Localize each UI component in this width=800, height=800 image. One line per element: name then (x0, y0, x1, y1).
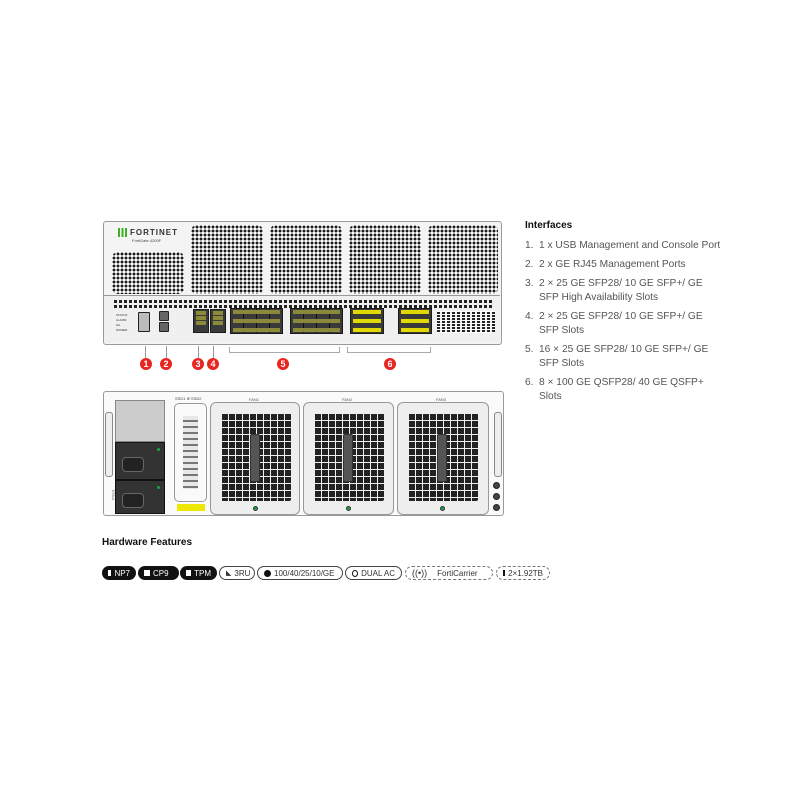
callout-2: 2 (160, 358, 172, 370)
callout-bracket (347, 347, 431, 353)
ground-icon (493, 504, 500, 511)
interfaces-title: Interfaces (525, 220, 573, 231)
vent (270, 225, 342, 294)
callout-bracket (229, 347, 340, 353)
chip-icon (186, 570, 192, 576)
vent (349, 225, 421, 294)
ssd-panel[interactable] (174, 403, 207, 502)
list-item: 6.8 × 100 GE QSFP28/ 40 GE QSFP+ Slots (525, 377, 704, 402)
vent (428, 225, 498, 294)
badge-dual-ac: DUAL AC (345, 566, 402, 580)
callout-1: 1 (140, 358, 152, 370)
callout-line (198, 346, 199, 358)
callout-5: 5 (277, 358, 289, 370)
badge-3ru: ◣3RU (219, 566, 255, 580)
mgmt-port-1[interactable] (159, 311, 169, 321)
list-item: 1.1 x USB Management and Console Port (525, 240, 721, 251)
callout-6: 6 (384, 358, 396, 370)
ssd-icon (503, 570, 506, 576)
model-label: FortiGate 4200F (132, 238, 162, 243)
rack-handle-right (494, 412, 502, 477)
fan-module-2[interactable]: FAN2 (303, 397, 394, 515)
fan-module-1[interactable]: FAN1 (210, 397, 300, 515)
antenna-icon: ((•)) (412, 568, 428, 578)
list-item: 5.16 × 25 GE SFP28/ 10 GE SFP+/ GE SFP S… (525, 344, 709, 369)
callout-3: 3 (192, 358, 204, 370)
fortinet-logo: FORTINET (118, 228, 178, 237)
badge-tpm: TPM (180, 566, 217, 580)
hardware-features-title: Hardware Features (102, 537, 193, 548)
sfp28-group-b[interactable] (290, 308, 343, 334)
sfp28-group-a[interactable] (230, 308, 283, 334)
rack-handle-left (105, 412, 113, 477)
fan-module-3[interactable]: FAN3 (397, 397, 489, 515)
vent-slots (114, 305, 492, 308)
callout-4: 4 (207, 358, 219, 370)
callout-line (166, 346, 167, 358)
psu-module[interactable] (115, 442, 165, 480)
badge-forticarrier: ((•))FortiCarrier (405, 566, 493, 580)
interfaces-list: 1.1 x USB Management and Console Port 2.… (525, 239, 725, 404)
badge-interfaces: 100/40/25/10/GE (257, 566, 343, 580)
ssd-labels: SSD1 ⊕ SSD2 (175, 396, 202, 401)
interfaces-section: Interfaces 1.1 x USB Management and Cons… (525, 220, 725, 409)
psu-label: PSU1 (110, 489, 116, 500)
vent (191, 225, 263, 294)
qsfp-group-a[interactable] (350, 308, 384, 334)
chip-icon (144, 570, 150, 576)
vent (112, 252, 184, 294)
psu-bay-empty (115, 400, 165, 442)
warning-label (177, 504, 205, 511)
badge-cp9: CP9 (138, 566, 179, 580)
badge-storage: 2×1.92TB (496, 566, 550, 580)
mgmt-port-2[interactable] (159, 322, 169, 332)
callout-line (145, 346, 146, 358)
chip-icon (108, 570, 112, 576)
sfp-slots-4[interactable] (210, 309, 226, 333)
rack-unit-icon: ◣ (226, 570, 232, 577)
usb-console-port[interactable] (138, 312, 150, 332)
badge-np7: NP7 (102, 566, 136, 580)
vent-slots (114, 300, 492, 303)
list-item: 2.2 x GE RJ45 Management Ports (525, 259, 686, 270)
list-item: 3.2 × 25 GE SFP28/ 10 GE SFP+/ GE SFP Hi… (525, 278, 703, 303)
psu-module[interactable] (115, 480, 165, 514)
ground-screw-icon (493, 482, 500, 489)
vent-slots (437, 311, 495, 333)
rear-panel: PSU1 SSD1 ⊕ SSD2 FAN1 FAN2 FAN3 (103, 391, 504, 516)
callout-line (213, 346, 214, 358)
ring-icon (352, 569, 359, 577)
list-item: 4.2 × 25 GE SFP28/ 10 GE SFP+/ GE SFP Sl… (525, 311, 703, 336)
ha-slots[interactable] (193, 309, 209, 333)
ground-screw-icon (493, 493, 500, 500)
qsfp-group-b[interactable] (398, 308, 432, 334)
filled-circle-icon (264, 569, 271, 577)
